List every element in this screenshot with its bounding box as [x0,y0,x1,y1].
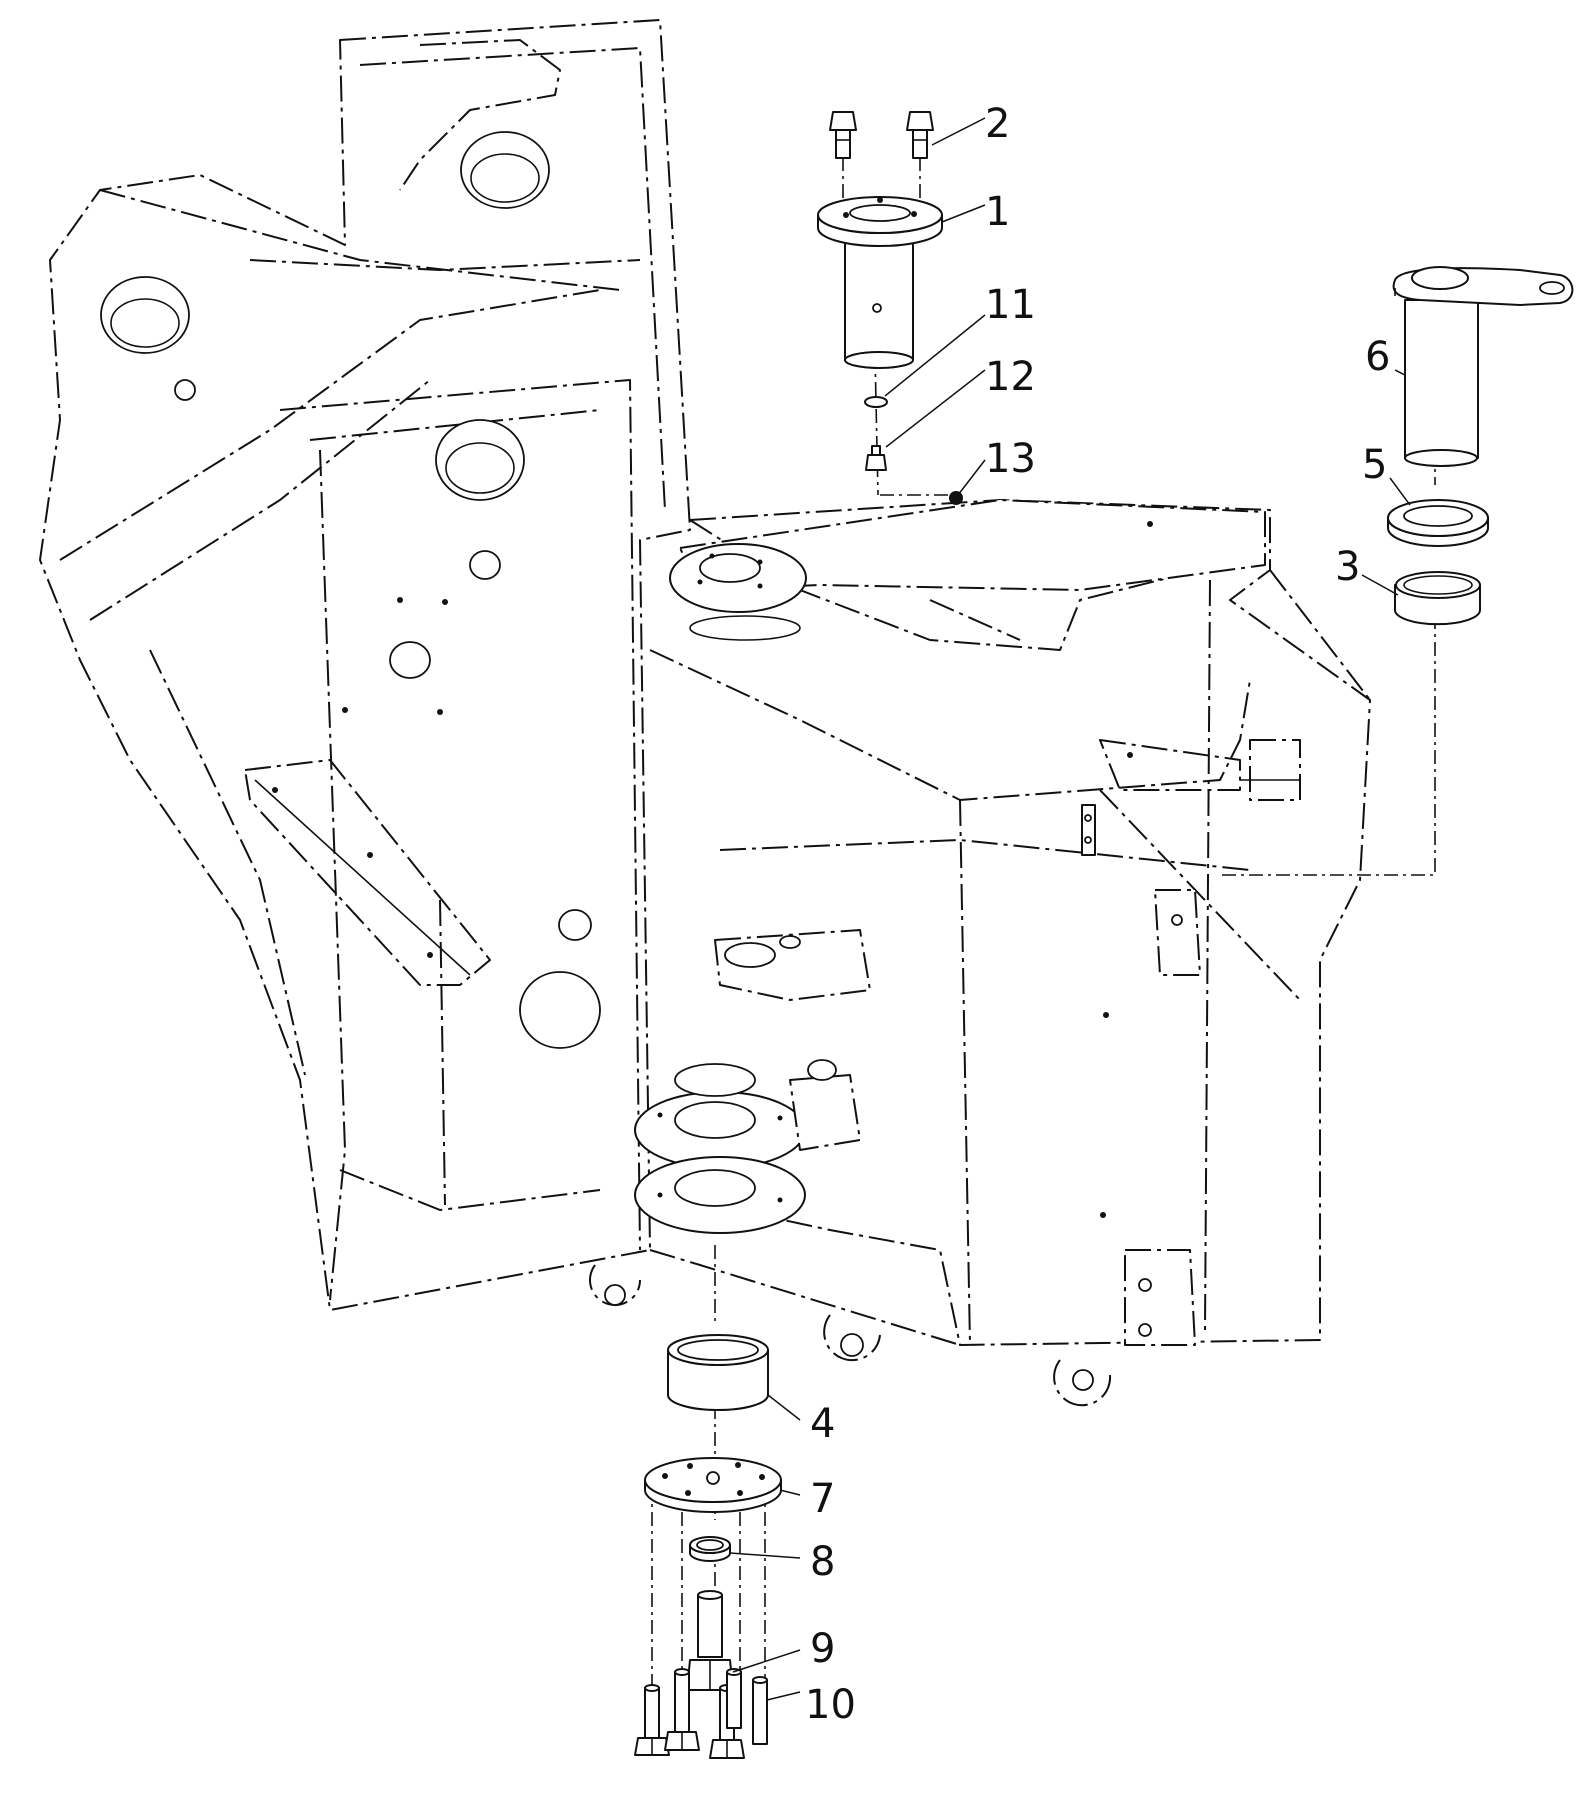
callout-7: 7 [810,1476,835,1522]
callout-6: 6 [1365,334,1390,380]
callout-11: 11 [985,282,1036,328]
part-12-grease-nipple [865,445,887,471]
callout-1: 1 [985,189,1010,235]
part-5-washer [1387,499,1489,547]
part-8-seal-ring [689,1536,731,1562]
part-11-o-ring [864,396,888,408]
bolt-right [906,111,934,159]
callout-4: 4 [810,1401,835,1447]
part-7-cover-plate [644,1457,782,1513]
bolt-left [829,111,857,159]
leader-lines [729,117,1411,1701]
front-frame [589,499,1371,1407]
callout-2: 2 [985,101,1010,147]
rear-frame-bores [100,131,601,1049]
callout-5: 5 [1362,442,1387,488]
part-3-bushing [1394,571,1481,626]
rear-frame [39,19,691,1311]
callout-12: 12 [985,354,1036,400]
part-6-pin-with-plate [1392,266,1574,467]
assembly-axes [651,130,1436,1705]
callout-8: 8 [810,1539,835,1585]
part-2-bolts [829,111,934,159]
part-4-bushing [667,1334,769,1411]
callout-3: 3 [1335,544,1360,590]
callout-10: 10 [805,1682,856,1728]
part-13-marker [949,491,963,505]
callout-labels: 2 1 11 12 13 6 5 3 4 7 8 9 10 [805,101,1390,1728]
part-10-bolts [634,1668,768,1759]
callout-9: 9 [810,1626,835,1672]
callout-13: 13 [985,436,1036,482]
part-1-flanged-pin [817,196,943,369]
